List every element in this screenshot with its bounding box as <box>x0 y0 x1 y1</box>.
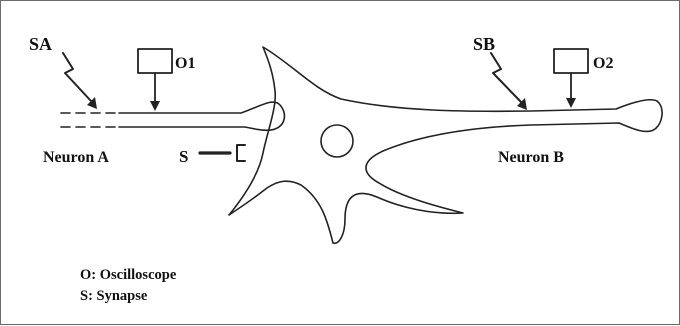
neuron-a-label: Neuron A <box>43 149 109 166</box>
neuron-b-label: Neuron B <box>498 149 564 166</box>
legend-oscilloscope: O: Oscilloscope <box>80 265 176 286</box>
synapse-marker <box>200 145 245 161</box>
stimulus-a-label: SA <box>29 34 52 54</box>
stimulus-a-arrow <box>63 53 97 109</box>
legend-synapse: S: Synapse <box>80 286 176 307</box>
oscilloscope-o1-label: O1 <box>175 55 195 72</box>
synapse-label: S <box>179 147 188 166</box>
nucleus <box>321 125 353 157</box>
neuron-b-cell-body <box>229 47 662 243</box>
oscilloscope-o2 <box>554 49 588 108</box>
oscilloscope-o1 <box>138 49 172 111</box>
stimulus-b-arrow <box>491 53 527 110</box>
legend: O: Oscilloscope S: Synapse <box>80 265 176 307</box>
oscilloscope-o2-label: O2 <box>593 55 613 72</box>
stimulus-b-label: SB <box>473 34 495 54</box>
